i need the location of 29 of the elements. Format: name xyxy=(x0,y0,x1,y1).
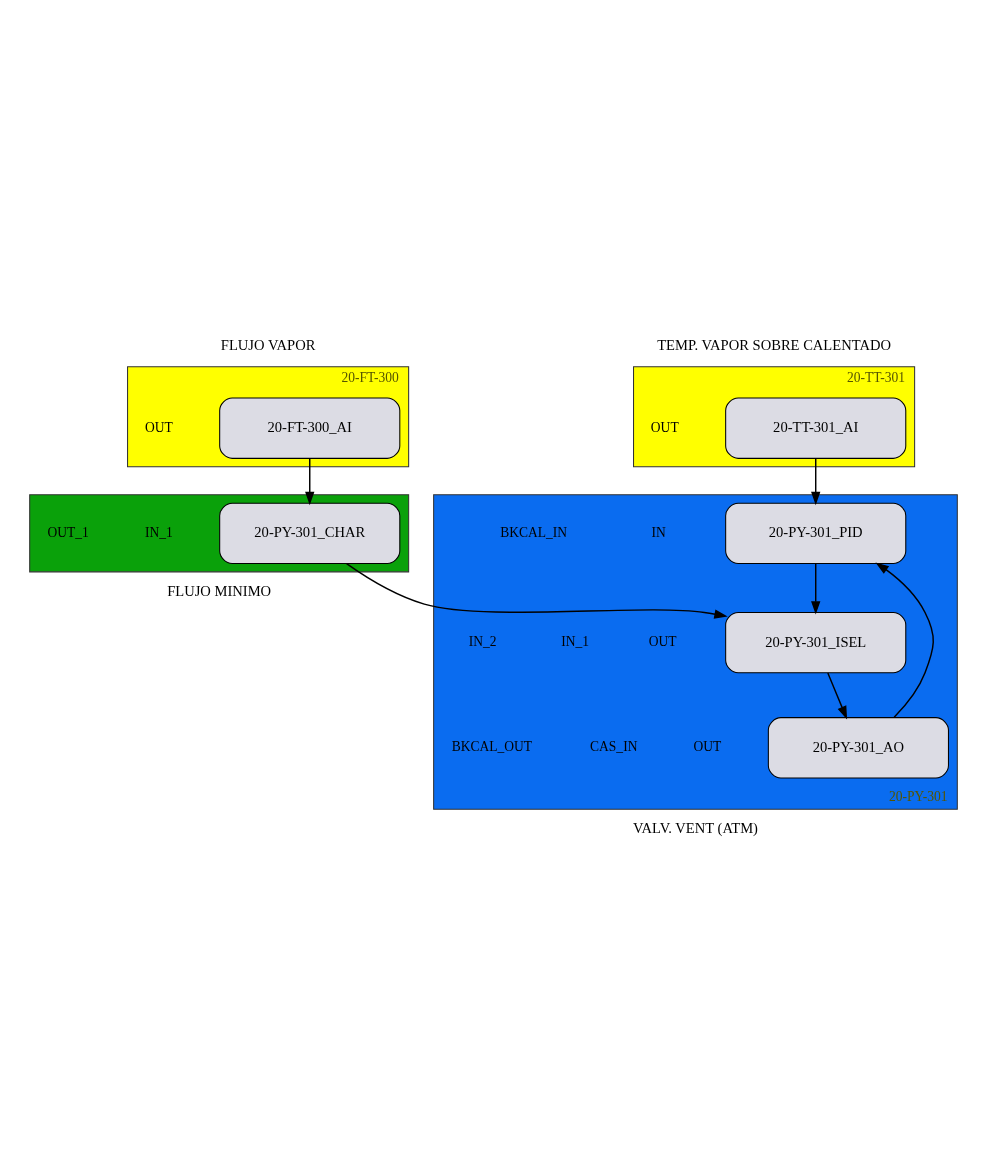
node-box: 20-PY-301_PID xyxy=(725,502,907,565)
arrow xyxy=(305,457,315,506)
arrow xyxy=(875,562,934,718)
node-label: VALV. VENT (ATM) xyxy=(632,820,758,837)
node-label: FLUJO MINIMO xyxy=(167,583,272,600)
arrow xyxy=(811,562,821,615)
node-box: 20-PY-301_ISEL xyxy=(725,611,907,674)
label: BKCAL_OUT xyxy=(451,739,533,755)
label: IN xyxy=(651,524,666,540)
label: IN_2 xyxy=(468,634,497,650)
node-label: FLUJO VAPOR xyxy=(220,337,316,354)
label: OUT xyxy=(144,419,173,435)
label: OUT_1 xyxy=(47,524,89,540)
node-box: 20-PY-301_CHAR xyxy=(219,502,401,565)
arrow xyxy=(827,672,848,720)
label: OUT xyxy=(650,419,679,435)
node-box: 20-FT-300_AI xyxy=(219,397,401,459)
cluster xyxy=(29,494,410,573)
label: BKCAL_IN xyxy=(500,524,567,540)
arrow xyxy=(345,562,728,619)
node-box: 20-TT-301_AI xyxy=(725,397,907,459)
node-label: TEMP. VAPOR SOBRE CALENTADO xyxy=(657,337,891,354)
label: IN_1 xyxy=(144,524,173,540)
label: OUT xyxy=(693,739,722,755)
label: OUT xyxy=(648,634,677,650)
label: CAS_IN xyxy=(590,739,638,755)
node-box: 20-PY-301_AO xyxy=(767,717,949,779)
label: IN_1 xyxy=(561,634,590,650)
arrow xyxy=(811,457,821,506)
